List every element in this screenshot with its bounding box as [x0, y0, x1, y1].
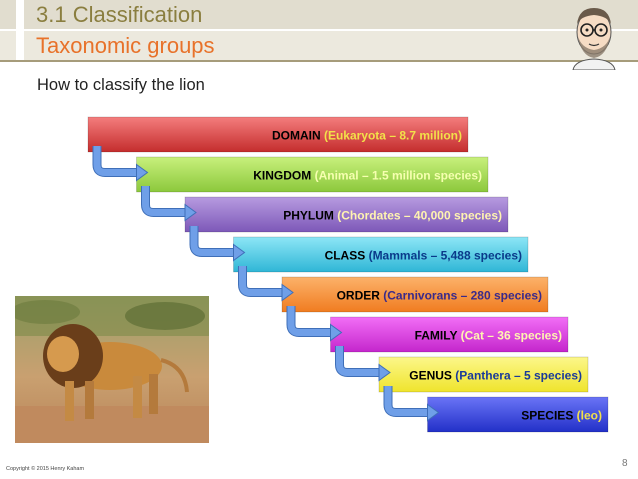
- rank-species: SPECIES (leo): [427, 396, 609, 433]
- rank-label: CLASS (Mammals – 5,488 species): [325, 249, 522, 263]
- rank-label: ORDER (Carnivorans – 280 species): [337, 289, 542, 303]
- rank-label: PHYLUM (Chordates – 40,000 species): [283, 209, 502, 223]
- rank-phylum: PHYLUM (Chordates – 40,000 species): [184, 196, 509, 233]
- rank-bar: [281, 276, 549, 313]
- arrow-head: [233, 243, 246, 262]
- copyright-notice: Copyright © 2015 Henry Kaham: [6, 466, 85, 472]
- rank-bar: [378, 356, 589, 393]
- slide-heading: How to classify the lion: [37, 76, 205, 94]
- arrow-head: [281, 283, 294, 302]
- rank-class: CLASS (Mammals – 5,488 species): [233, 236, 529, 273]
- rank-label: SPECIES (leo): [521, 409, 602, 423]
- rank-detail: (Mammals – 5,488 species): [365, 249, 522, 263]
- rank-kingdom: KINGDOM (Animal – 1.5 million species): [136, 156, 489, 193]
- rank-label: GENUS (Panthera – 5 species): [409, 369, 582, 383]
- rank-name: PHYLUM: [283, 209, 334, 223]
- flow-arrow: [336, 346, 381, 376]
- flow-arrow: [93, 146, 139, 176]
- arrow-head: [427, 403, 440, 422]
- rank-detail: (Carnivorans – 280 species): [380, 289, 542, 303]
- rank-name: FAMILY: [415, 329, 458, 343]
- arrow-head: [330, 323, 343, 342]
- rank-name: KINGDOM: [253, 169, 311, 183]
- rank-name: DOMAIN: [272, 129, 321, 143]
- rank-label: FAMILY (Cat – 36 species): [415, 329, 562, 343]
- rank-name: ORDER: [337, 289, 381, 303]
- rank-name: SPECIES: [521, 409, 573, 423]
- rank-detail: (Panthera – 5 species): [452, 369, 582, 383]
- header-underline: [0, 60, 638, 62]
- flow-arrow: [287, 306, 333, 336]
- rank-domain: DOMAIN (Eukaryota – 8.7 million): [87, 116, 469, 153]
- flow-arrow: [142, 186, 187, 216]
- flow-arrow: [190, 226, 236, 256]
- slide-header: 3.1 Classification Taxonomic groups: [0, 0, 638, 68]
- rank-order: ORDER (Carnivorans – 280 species): [281, 276, 549, 313]
- rank-bar: [330, 316, 569, 353]
- rank-name: CLASS: [325, 249, 366, 263]
- rank-detail: (Cat – 36 species): [457, 329, 562, 343]
- flow-arrow: [384, 386, 430, 416]
- arrow-head: [184, 203, 197, 222]
- rank-detail: (leo): [573, 409, 602, 423]
- header-band-top: [0, 0, 638, 29]
- rank-detail: (Eukaryota – 8.7 million): [321, 129, 462, 143]
- rank-detail: (Animal – 1.5 million species): [311, 169, 482, 183]
- rank-name: GENUS: [409, 369, 452, 383]
- header-divider-bar: [16, 0, 24, 60]
- rank-bar: [427, 396, 609, 433]
- rank-bar: [87, 116, 469, 153]
- rank-family: FAMILY (Cat – 36 species): [330, 316, 569, 353]
- rank-label: KINGDOM (Animal – 1.5 million species): [253, 169, 482, 183]
- rank-bar: [233, 236, 529, 273]
- rank-bar: [136, 156, 489, 193]
- flow-arrow: [239, 266, 284, 296]
- rank-genus: GENUS (Panthera – 5 species): [378, 356, 589, 393]
- presenter-avatar: [572, 8, 616, 70]
- rank-label: DOMAIN (Eukaryota – 8.7 million): [272, 129, 462, 143]
- slide-title: 3.1 Classification: [36, 2, 203, 27]
- arrow-head: [136, 163, 149, 182]
- lion-photo: [15, 296, 209, 443]
- page-number: 8: [622, 458, 628, 469]
- rank-detail: (Chordates – 40,000 species): [334, 209, 502, 223]
- rank-bar: [184, 196, 509, 233]
- header-band-bottom: [0, 31, 638, 60]
- slide-subtitle: Taxonomic groups: [36, 33, 215, 58]
- arrow-head: [378, 363, 391, 382]
